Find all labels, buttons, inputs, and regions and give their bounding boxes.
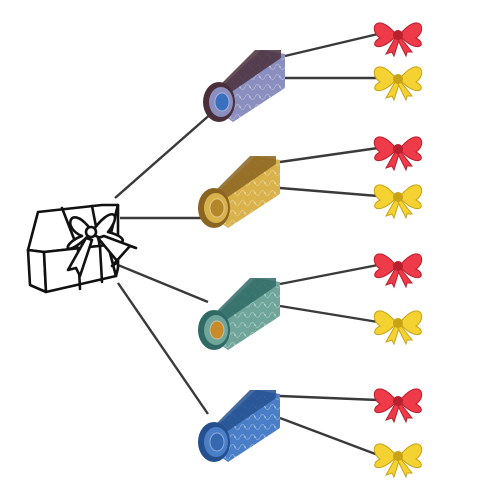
gift-box-outline-icon: [26, 203, 138, 294]
edge-roll-2-bow-2: [279, 186, 379, 198]
edge-roll-1-bow-1: [284, 32, 379, 58]
bow-icon-2-1: [373, 136, 423, 172]
edge-root-roll-3: [117, 263, 209, 304]
wrapping-paper-roll-icon-4: [198, 390, 280, 462]
edge-roll-3-bow-1: [279, 263, 379, 286]
edge-roll-3-bow-2: [279, 304, 379, 324]
bow-icon-1-2: [373, 66, 423, 102]
wrapping-paper-roll-icon-1: [203, 50, 285, 122]
edge-roll-4-bow-2: [279, 416, 379, 457]
bow-icon-2-2: [373, 184, 423, 220]
bow-icon-3-1: [373, 253, 423, 289]
rolls-layer: [198, 50, 285, 462]
wrapping-paper-roll-icon-2: [198, 156, 280, 228]
bows-layer: [373, 22, 423, 479]
edge-root-roll-1: [114, 111, 214, 199]
bow-icon-1-1: [373, 22, 423, 58]
wrapping-paper-roll-icon-3: [198, 278, 280, 350]
bow-icon-4-2: [373, 443, 423, 479]
edge-roll-4-bow-1: [279, 394, 379, 402]
bow-icon-4-1: [373, 388, 423, 424]
bow-icon-3-2: [373, 310, 423, 346]
edge-roll-2-bow-1: [279, 146, 379, 164]
edges-layer: [114, 32, 379, 457]
edge-root-roll-4: [117, 282, 209, 415]
